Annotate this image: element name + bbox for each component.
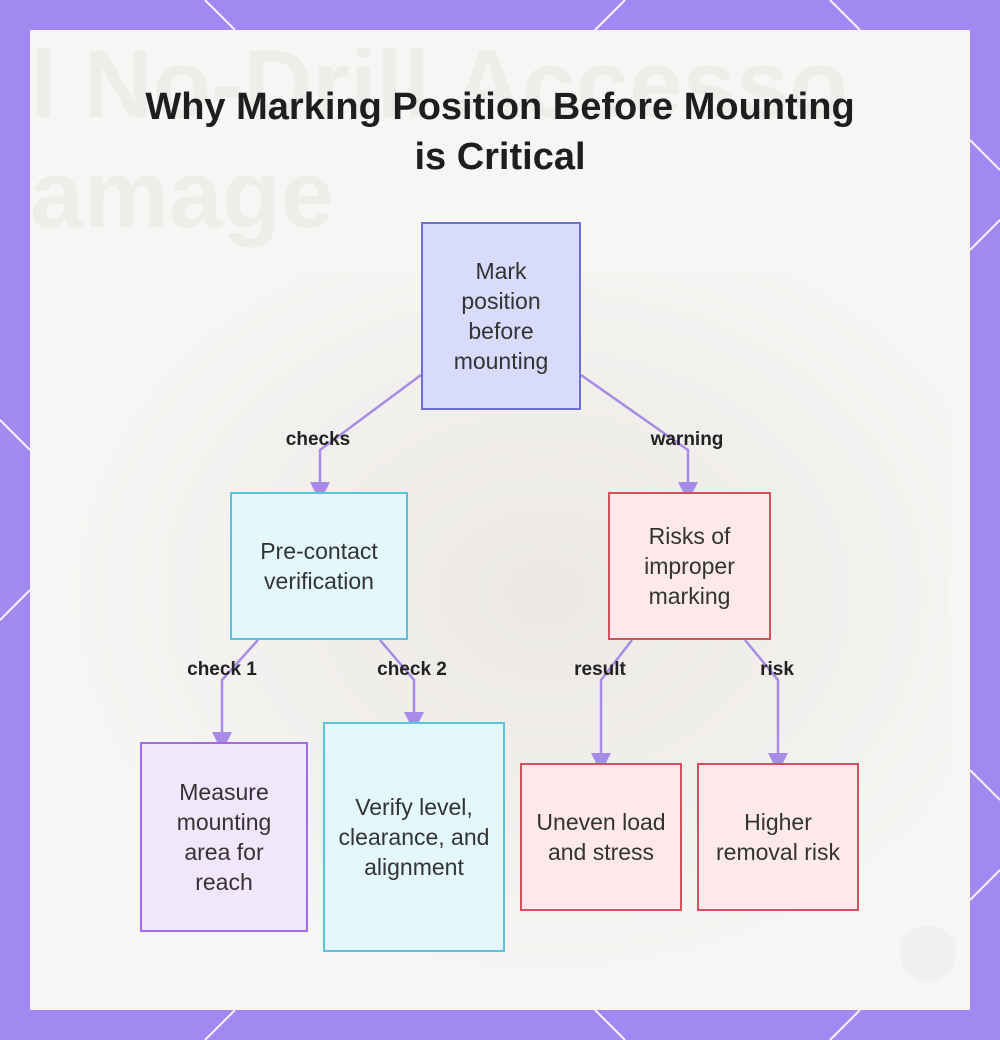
edge-label-check-2: check 2: [377, 659, 447, 681]
edge-check-2: [380, 640, 414, 722]
node-measure-mounting-area: Measure mounting area for reach: [140, 742, 308, 932]
brand-logo-icon: [900, 925, 956, 981]
node-verify-level: Verify level, clearance, and alignment: [323, 722, 505, 952]
node-risks-improper-marking: Risks of improper marking: [608, 492, 771, 640]
node-higher-removal-risk: Higher removal risk: [697, 763, 859, 911]
node-uneven-load-label: Uneven load and stress: [534, 807, 668, 867]
edge-label-warning: warning: [651, 429, 724, 451]
node-measure-mounting-area-label: Measure mounting area for reach: [154, 777, 294, 897]
node-pre-contact-verification: Pre-contact verification: [230, 492, 408, 640]
node-higher-removal-risk-label: Higher removal risk: [711, 807, 845, 867]
edge-label-risk: risk: [760, 659, 794, 681]
edge-check-1: [222, 640, 258, 742]
edge-label-checks: checks: [286, 429, 350, 451]
node-uneven-load: Uneven load and stress: [520, 763, 682, 911]
node-risks-improper-marking-label: Risks of improper marking: [622, 521, 757, 611]
node-verify-level-label: Verify level, clearance, and alignment: [337, 792, 491, 882]
node-pre-contact-verification-label: Pre-contact verification: [244, 536, 394, 596]
node-mark-position-label: Mark position before mounting: [435, 256, 567, 376]
edge-label-result: result: [574, 659, 626, 681]
node-mark-position: Mark position before mounting: [421, 222, 581, 410]
edge-label-check-1: check 1: [187, 659, 257, 681]
